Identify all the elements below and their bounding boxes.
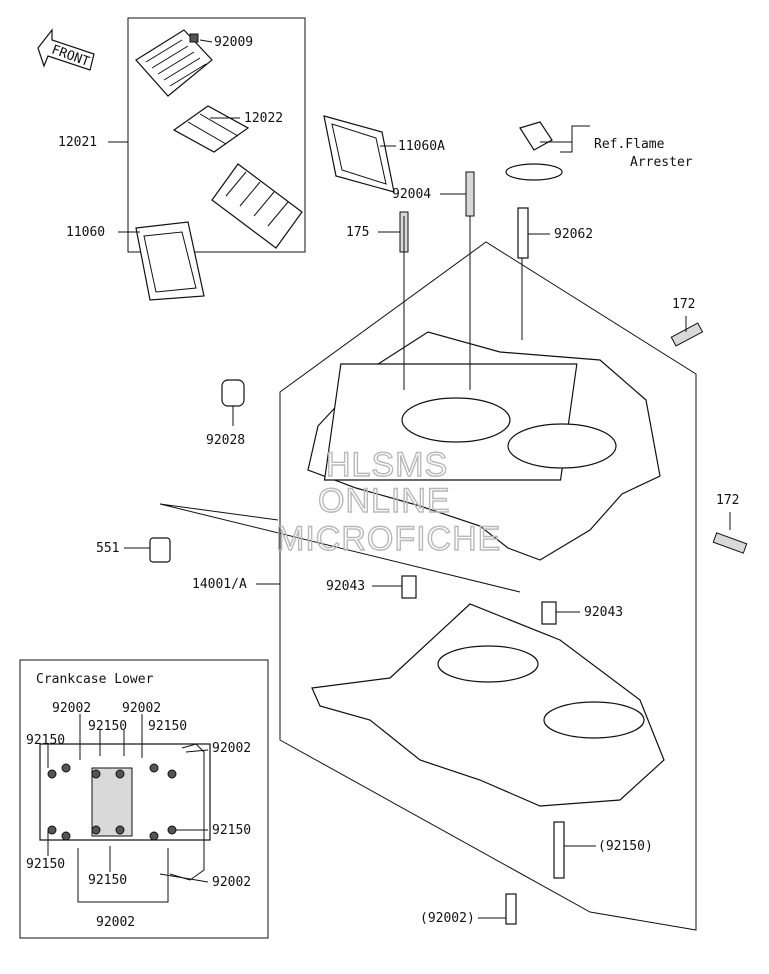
leader-lines (108, 39, 731, 919)
inset-callout-92150-a: 92150 (88, 719, 127, 734)
inset-title: Crankcase Lower (36, 672, 154, 687)
callout-172-lower: 172 (716, 493, 739, 508)
gasket-11060A (323, 115, 395, 193)
callout-175: 175 (346, 225, 369, 240)
callout-12022: 12022 (244, 111, 283, 126)
callout-11060: 11060 (66, 225, 105, 240)
stud-92004 (465, 171, 475, 217)
ref-label-line-2: Arrester (630, 155, 693, 170)
watermark-line-3: MICROFICHE (276, 520, 501, 558)
watermark: HLSMS ONLINE MICROFICHE (275, 445, 501, 558)
clamp-ring (505, 163, 563, 181)
bolt-92002 (505, 893, 517, 925)
gasket-11060 (135, 221, 205, 301)
callout-14001A: 14001/A (192, 577, 247, 592)
callout-92028: 92028 (206, 433, 245, 448)
inset-crankcase-lower: Crankcase Lower (19, 659, 269, 939)
stud-172-upper (670, 322, 704, 347)
dowel-551 (149, 537, 171, 563)
upper-crankcase (279, 241, 697, 931)
inset-callout-92150-d: 92150 (212, 823, 251, 838)
inset-callout-92150-c: 92150 (26, 733, 65, 748)
callout-92009: 92009 (214, 35, 253, 50)
reed-valve-kit (127, 17, 306, 253)
inset-callout-92002-e: 92002 (96, 915, 135, 930)
inset-callout-92150-b: 92150 (148, 719, 187, 734)
inset-callout-92002-d: 92002 (212, 875, 251, 890)
watermark-line-2: ONLINE (318, 482, 451, 520)
stud-172-lower (712, 532, 748, 554)
ref-label-line-1: Ref.Flame (594, 137, 665, 152)
callout-92043-right: 92043 (584, 605, 623, 620)
inset-callout-92002-a: 92002 (52, 701, 91, 716)
callout-92043-left: 92043 (326, 579, 365, 594)
inset-callout-92150-f: 92150 (88, 873, 127, 888)
callout-172-upper: 172 (672, 297, 695, 312)
inset-callout-92150-e: 92150 (26, 857, 65, 872)
callout-11060A: 11060A (398, 139, 445, 154)
watermark-line-1: HLSMS (326, 446, 448, 484)
callout-92002-paren: (92002) (420, 911, 475, 926)
inset-callout-92002-b: 92002 (122, 701, 161, 716)
callout-92062: 92062 (554, 227, 593, 242)
bolt-92150 (553, 821, 565, 879)
bolt-92062 (517, 207, 529, 259)
inset-callout-92002-c: 92002 (212, 741, 251, 756)
grommet-92028 (221, 379, 245, 407)
flame-arrester-hose (519, 121, 553, 151)
callout-92004: 92004 (392, 187, 431, 202)
lower-crankcase (311, 575, 665, 807)
callout-92150-paren: (92150) (598, 839, 653, 854)
front-arrow-icon: FRONT (37, 28, 95, 71)
callout-12021: 12021 (58, 135, 97, 150)
callout-551: 551 (96, 541, 119, 556)
